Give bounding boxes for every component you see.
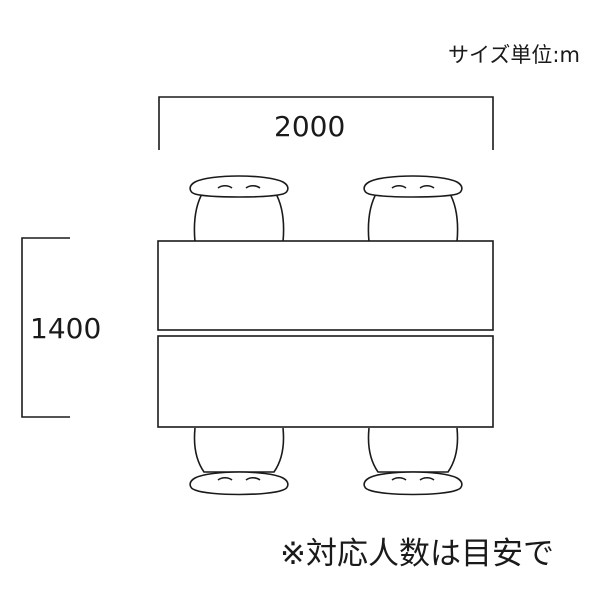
size-unit-label: サイズ単位:m [448, 43, 580, 67]
width-dimension-bracket [158, 96, 494, 150]
capacity-note: ※対応人数は目安で [280, 536, 554, 572]
chair-bottom-left [189, 427, 289, 496]
width-dimension-label: 2000 [274, 110, 346, 143]
chair-top-left [189, 175, 289, 243]
table-top-lower [157, 335, 494, 428]
table-top-upper [157, 240, 494, 331]
chair-bottom-right [363, 427, 463, 496]
depth-dimension-label: 1400 [30, 312, 102, 345]
chair-top-right [363, 175, 463, 243]
depth-dimension-bracket [21, 237, 70, 418]
